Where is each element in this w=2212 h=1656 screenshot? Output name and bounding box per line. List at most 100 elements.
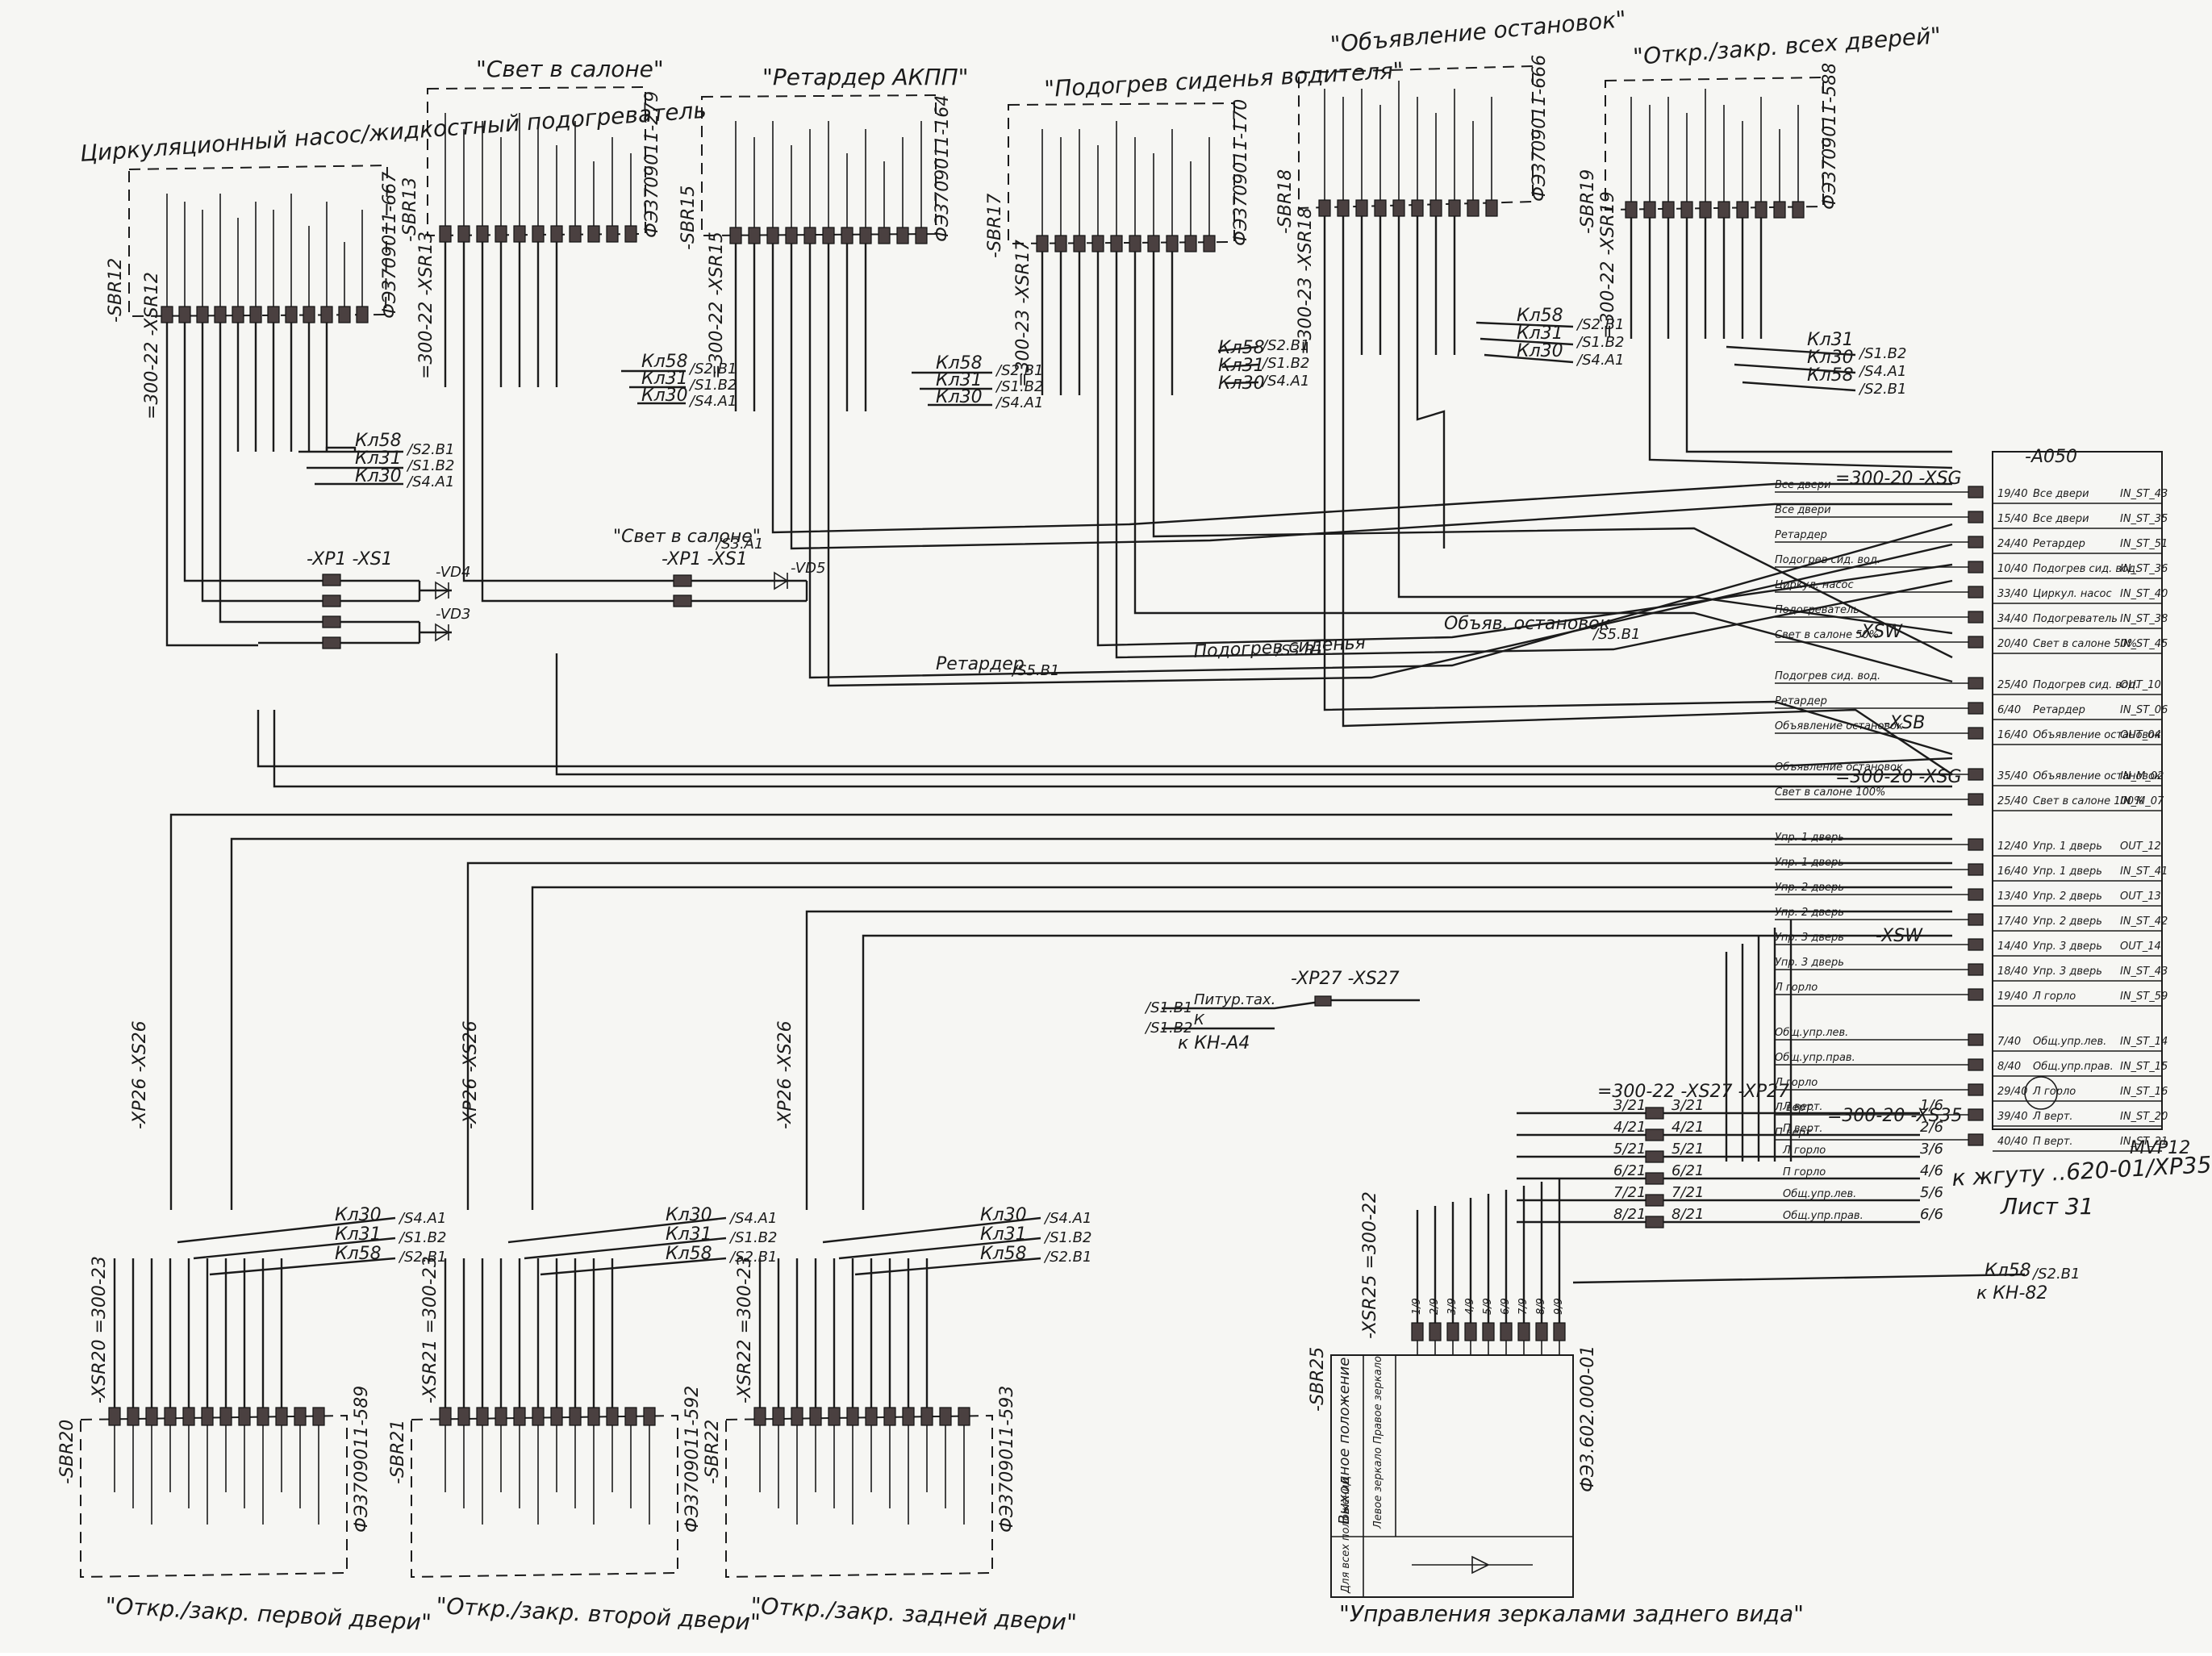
door-connector: -XSR22 =300-23 [735,1256,755,1404]
mvr12-row-pin: 16/40 [1997,866,2027,878]
mirror-pin-label: 7/9 [1517,1298,1530,1315]
mvr12-row-pin: 15/40 [1997,513,2027,525]
mirror-pin-label: 6/9 [1500,1298,1512,1315]
mvr12-row-pin: 33/40 [1997,588,2027,600]
switch-module-sbr13: "Свет в салоне" -SBR13 ФЭ3709011-279 =30… [400,56,664,387]
door-pin [958,1407,970,1426]
door-pin [865,1407,878,1426]
mvr12-row-desc: Все двери [2033,488,2089,500]
mirror-pin-label: 8/9 [1535,1298,1547,1315]
door-s1b2: /S1.B2 [1043,1229,1091,1246]
door-s2b1: /S2.B1 [398,1249,446,1266]
mvr12-row-desc: Ретардер [2033,704,2085,716]
door-xp: -XP26 -XS26 [130,1020,150,1129]
door-pin [624,1407,637,1426]
mvr12-row-desc: Объявление остановок [2033,729,2161,741]
mvr12-row-code: IN_ST_14 [2120,1036,2168,1048]
mvr12-row-signal: Объявление остановок [1775,761,1903,774]
door-part: ФЭ3709011-589 [352,1386,372,1533]
mvr12-pin [1968,863,1984,876]
sig-retarder: Ретардер [936,654,1025,674]
door-title: "Откр./закр. первой двери" [105,1592,432,1636]
door-pin [108,1407,121,1426]
sbr17-part: ФЭ3709011-170 [1231,99,1251,246]
xs27-left: 4/21 [1613,1119,1646,1136]
door-kl58: Кл58 [335,1244,382,1264]
door-pin [791,1407,803,1426]
mvr12-row-desc: Свет в салоне 50% [2033,638,2137,650]
mvr12-row-code: IN_M_07 [2120,795,2164,807]
mvr12-pin [1968,536,1984,549]
kl58-kn82: Кл58 [1985,1261,2031,1281]
mvr12-row-signal: Подогреватель [1775,604,1859,616]
mvr12-row-pin: 16/40 [1997,729,2027,741]
sig-s3a1: /S3.A1 [715,536,763,553]
mvr12-row-pin: 12/40 [1997,841,2027,853]
mvr12-row-desc: Упр. 2 дверь [2033,891,2102,903]
pt-6-kl58: Кл58 [1807,365,1854,386]
door-pin [219,1407,232,1426]
mirror-pin [1429,1322,1442,1341]
mvr12-row-code: OUT_14 [2120,941,2161,953]
door-pin [294,1407,307,1426]
pt-2-kl31: Кл31 [641,369,688,389]
sbr15-title: "Ретардер АКПП" [762,64,969,90]
bus-wires [165,339,1953,1210]
mvr12-row-desc: Объявление остановок [2033,770,2161,782]
mvr12-row-pin: 24/40 [1997,538,2027,550]
sig-svet-v-salone: "Свет в салоне" [613,527,761,547]
mvr12-row-desc: Л верт. [2032,1111,2073,1123]
door-connector: -XSR21 =300-23 [420,1256,440,1404]
mvr12-row-desc: П верт. [2033,1136,2073,1148]
mvr12-row-signal: Циркул. насос [1775,579,1854,591]
sbr12-title: Циркуляционный насос/жидкостный подогрев… [79,97,707,167]
door-pin [312,1407,325,1426]
pt-5-kl58: Кл58 [1517,306,1563,326]
door-pin [606,1407,619,1426]
door-pin [476,1407,489,1426]
mvr12-row-code: IN_ST_51 [2120,538,2168,550]
mvr12-row-pin: 20/40 [1997,638,2027,650]
mirror-pin [1446,1322,1459,1341]
mirror-col-left: Левое зеркало [1372,1447,1384,1529]
mirror-title: "Управления зеркалами заднего вида" [1339,1600,1804,1627]
door-pin [127,1407,140,1426]
sbr15-connector: =300-22 -XSR15 [707,232,727,379]
pt-6-s4a1: /S4.A1 [1858,363,1906,380]
pt-2-kl30: Кл30 [641,386,688,406]
door-kl58: Кл58 [980,1244,1027,1264]
mirror-pin [1500,1322,1513,1341]
mvr12-row-code: OUT_10 [2120,679,2161,691]
bus-signal-labels: "Свет в салоне" /S3.A1 Ретардер /S5.B1 П… [613,527,1640,679]
s1b2-tap: /S1.B2 [1144,1020,1192,1037]
kn-a4-label: к КН-А4 [1178,1033,1250,1053]
door-pin [920,1407,933,1426]
sbr17-pins [1036,235,1216,252]
mvr12-row-desc: Упр. 3 дверь [2033,941,2102,953]
mvr12-row-pin: 29/40 [1997,1086,2027,1098]
mvr12-row-code: IN_ST_38 [2120,613,2168,625]
xs35-label: =300-20 -XS35 [1827,1106,1963,1126]
mvr12-pin [1968,727,1984,740]
mvr12-row-signal: Упр. 3 дверь [1775,957,1844,969]
mvr12-pin [1968,1033,1984,1046]
mvr12-row-code: IN_ST_06 [2120,704,2168,716]
door-pin [182,1407,195,1426]
mvr12-row-code: IN_ST_40 [2120,588,2168,600]
door-s4a1: /S4.A1 [398,1210,446,1227]
mirror-pin [1535,1322,1548,1341]
sbr12-pins [161,306,369,323]
mvr12-row-pin: 39/40 [1997,1111,2027,1123]
sbr13-ref: -SBR13 [400,177,420,242]
mvr12-pin [1968,1058,1984,1071]
pt-5-kl31: Кл31 [1517,323,1563,344]
door-xp: -XP26 -XS26 [775,1020,795,1129]
